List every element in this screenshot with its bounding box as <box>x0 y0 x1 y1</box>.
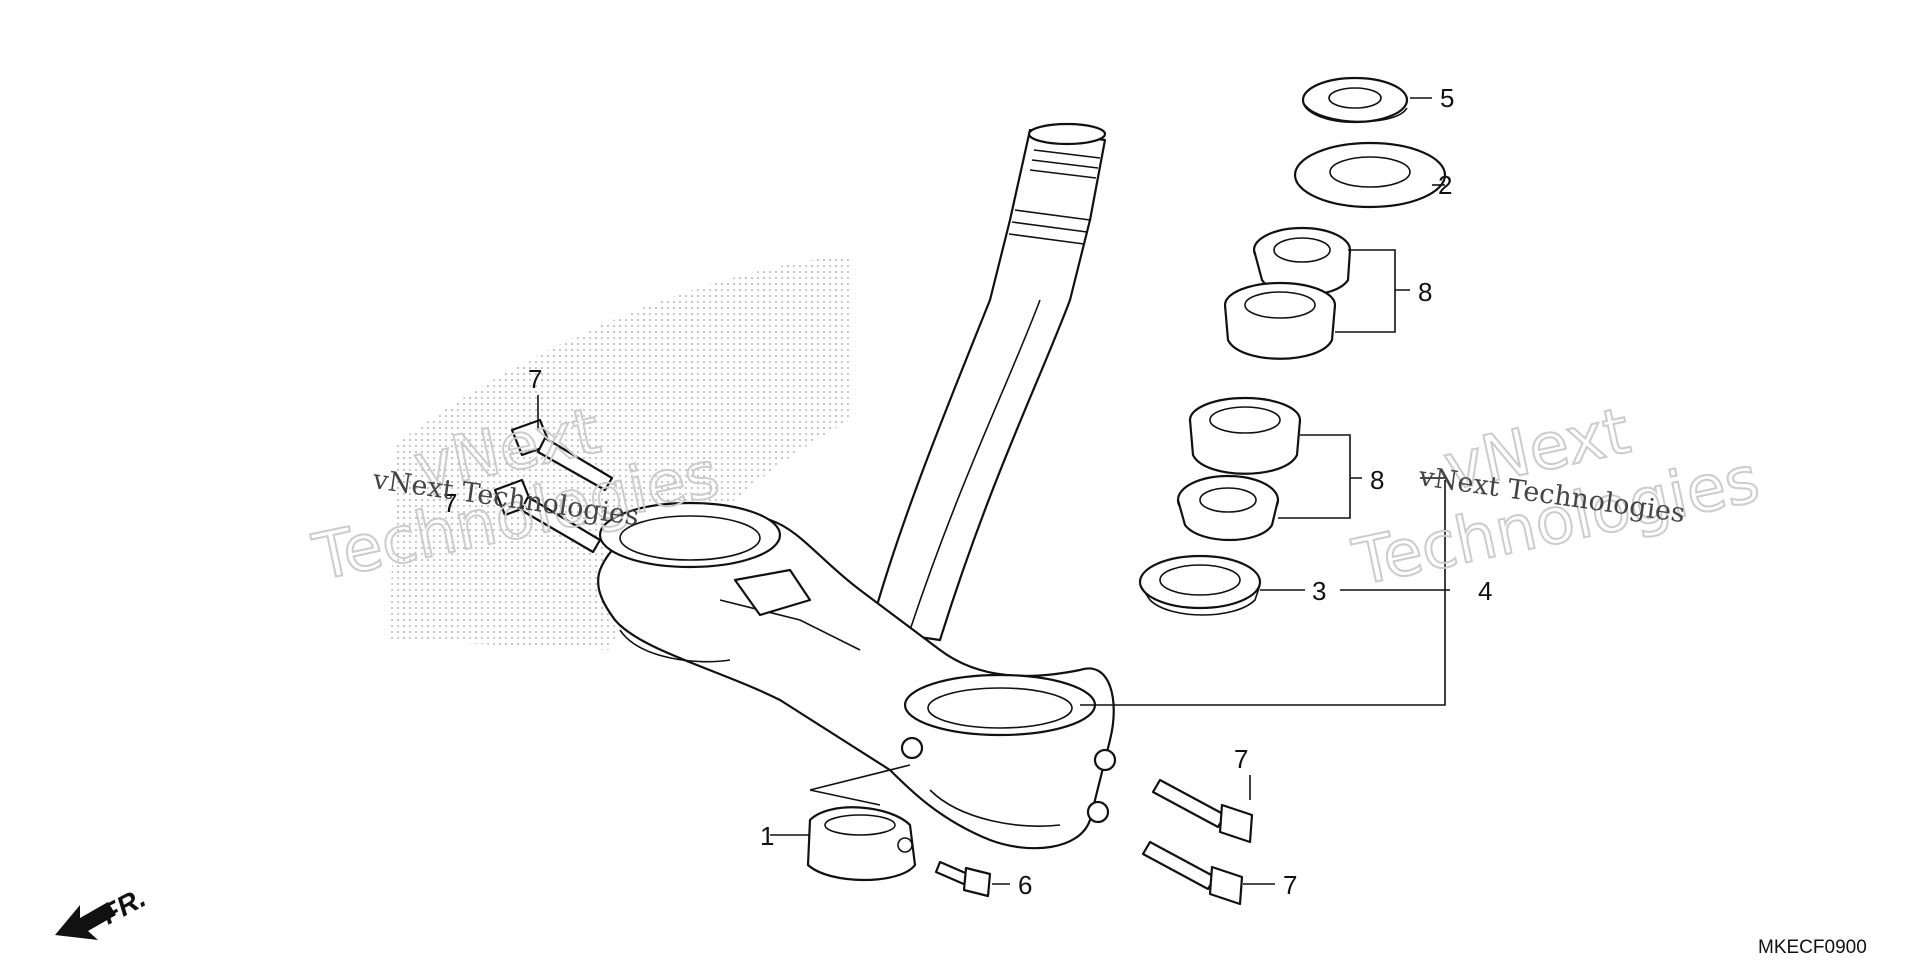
callout-4: 4 <box>1478 576 1492 606</box>
bolt-upper-left <box>510 418 614 492</box>
lower-dust-seal <box>1138 554 1262 616</box>
dust-seal <box>1293 141 1447 209</box>
callout-2: 2 <box>1438 170 1452 200</box>
diagram-code: MKECF0900 <box>1758 937 1867 958</box>
callout-8-upper: 8 <box>1418 277 1432 307</box>
adjusting-nut <box>1301 76 1409 124</box>
callout-8-lower: 8 <box>1370 465 1384 495</box>
callout-7-lower-left: 7 <box>443 488 457 518</box>
clamp <box>806 806 917 882</box>
front-direction-arrow-icon <box>55 902 116 940</box>
lower-race <box>1188 396 1302 475</box>
bolt-right-lower <box>1141 840 1244 906</box>
leader-lines <box>537 97 1450 885</box>
callout-7-right-lower: 7 <box>1283 870 1297 900</box>
upper-race <box>1223 281 1337 360</box>
steering-stem-shaft <box>868 122 1107 642</box>
front-direction-label: FR. <box>96 882 150 931</box>
dotted-shading <box>390 255 850 650</box>
bolt-lower-left <box>493 478 602 554</box>
callout-1: 1 <box>760 821 774 851</box>
bottom-bridge <box>597 501 1117 850</box>
bolt-right-upper <box>1151 778 1254 844</box>
callout-3: 3 <box>1312 576 1326 606</box>
callout-5: 5 <box>1440 83 1454 113</box>
clamp-pointer-lines <box>809 764 911 806</box>
bolt-small <box>934 860 992 898</box>
lower-bearing <box>1176 474 1280 541</box>
callout-6: 6 <box>1018 870 1032 900</box>
callout-7-upper-left: 7 <box>528 364 542 394</box>
callout-7-right-upper: 7 <box>1234 744 1248 774</box>
